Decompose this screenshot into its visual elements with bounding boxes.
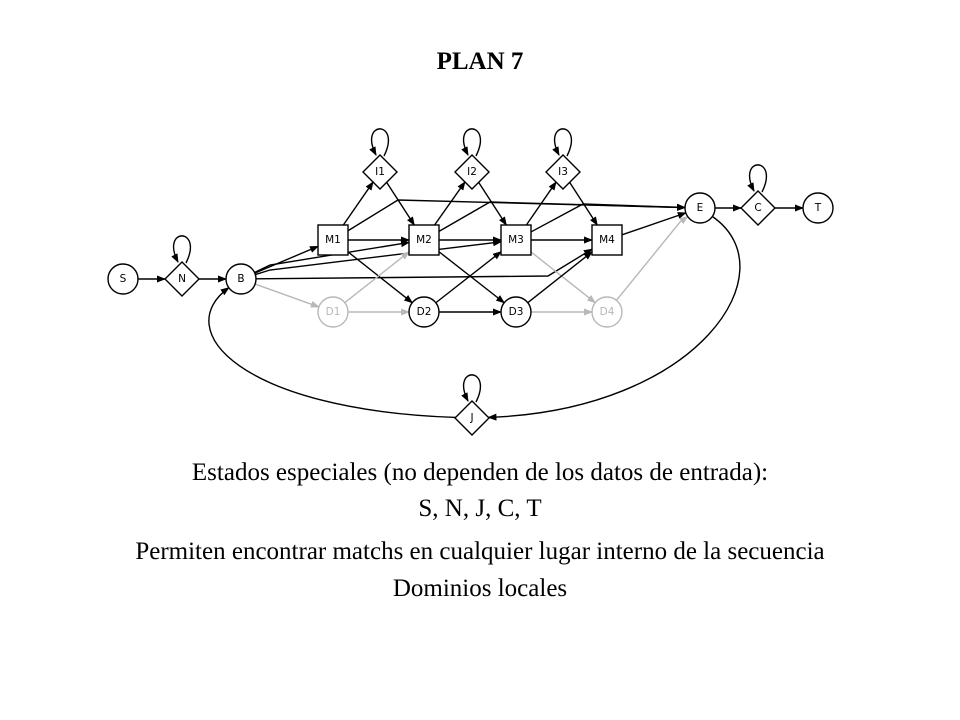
edge-D3-M4 (527, 251, 593, 304)
state-I2-label: I2 (467, 166, 477, 178)
edge-E-J (487, 215, 741, 421)
state-N-shape (164, 261, 200, 297)
edge-B-D1 (254, 283, 320, 308)
state-M1: M1 (317, 224, 349, 256)
edge-M1-I1 (342, 181, 374, 226)
state-M1-label: M1 (325, 234, 341, 246)
state-I3-label: I3 (558, 166, 568, 178)
state-I3-shape (545, 154, 581, 190)
state-D4-shape (591, 296, 623, 328)
self-loop-I2 (461, 128, 482, 157)
self-loop-I3 (552, 128, 573, 157)
state-D3-label: D3 (509, 306, 524, 318)
state-S-label: S (120, 273, 127, 285)
state-D2-label: D2 (417, 306, 432, 318)
edge-D2-M3 (435, 251, 502, 304)
state-J: J (454, 400, 490, 436)
state-N: N (164, 261, 200, 297)
state-D3-shape (500, 296, 532, 328)
state-T-label: T (814, 202, 822, 214)
self-loop-C (747, 164, 768, 193)
edge-I2-M3 (478, 181, 507, 226)
state-E: E (684, 192, 716, 224)
edge-J-B (208, 287, 456, 419)
edge-M4-E (621, 212, 687, 236)
state-M3-shape (500, 224, 532, 256)
state-T: T (802, 192, 834, 224)
state-M4-label: M4 (599, 234, 615, 246)
edge-B-M2 (254, 240, 410, 274)
state-M2-shape (408, 224, 440, 256)
caption-line-1: Estados especiales (no dependen de los d… (191, 459, 769, 486)
edge-M2-D3 (438, 251, 505, 304)
state-J-shape (454, 400, 490, 436)
caption-line-3: Permiten encontrar matchs en cualquier l… (135, 538, 825, 565)
state-B: B (225, 263, 257, 295)
caption-line-2: S, N, J, C, T (418, 495, 542, 522)
state-S-shape (107, 263, 139, 295)
state-I1-label: I1 (375, 166, 385, 178)
state-M4-shape (591, 224, 623, 256)
state-M2-label: M2 (416, 234, 432, 246)
state-D4-label: D4 (600, 306, 615, 318)
caption-line-4: Dominios locales (392, 575, 568, 602)
state-S: S (107, 263, 139, 295)
edge-M3-E (530, 203, 687, 233)
state-C-label: C (754, 202, 761, 214)
state-M2: M2 (408, 224, 440, 256)
self-loop-N (171, 235, 192, 264)
state-D2-shape (408, 296, 440, 328)
edge-M2-I2 (434, 181, 466, 226)
self-loop-I1 (369, 128, 390, 157)
state-M3: M3 (500, 224, 532, 256)
state-M1-shape (317, 224, 349, 256)
state-D1-label: D1 (326, 306, 341, 318)
state-M4: M4 (591, 224, 623, 256)
state-T-shape (802, 192, 834, 224)
state-M3-label: M3 (508, 234, 524, 246)
state-D4: D4 (591, 296, 623, 328)
state-I1: I1 (362, 154, 398, 190)
state-J-label: J (469, 412, 473, 424)
state-D3: D3 (500, 296, 532, 328)
state-D1: D1 (317, 296, 349, 328)
state-N-label: N (178, 273, 186, 285)
slide-title: PLAN 7 (436, 48, 524, 75)
state-C: C (740, 190, 776, 226)
edge-M3-D4 (530, 251, 597, 304)
edge-B-M4 (255, 248, 593, 280)
state-C-shape (740, 190, 776, 226)
state-E-label: E (697, 202, 704, 214)
edge-D1-M2 (344, 251, 410, 304)
self-loop-J (461, 374, 482, 403)
state-D2: D2 (408, 296, 440, 328)
state-B-shape (225, 263, 257, 295)
edge-I1-M2 (386, 181, 415, 226)
state-I1-shape (362, 154, 398, 190)
state-D1-shape (317, 296, 349, 328)
transition-edges (138, 128, 804, 421)
state-I2: I2 (454, 154, 490, 190)
edge-B-M1 (254, 245, 319, 274)
state-B-label: B (237, 273, 244, 285)
edge-M1-D2 (347, 251, 414, 304)
state-I2-shape (454, 154, 490, 190)
edge-D4-E (615, 216, 689, 301)
state-I3: I3 (545, 154, 581, 190)
state-E-shape (684, 192, 716, 224)
